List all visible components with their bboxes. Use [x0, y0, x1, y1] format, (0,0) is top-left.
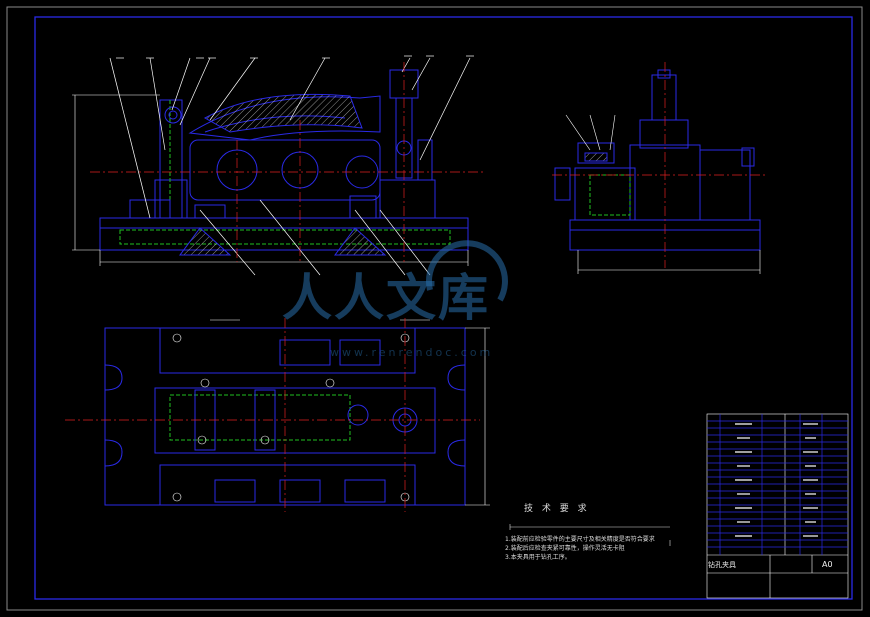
requirement-item-3: 3.本夹具用于钻孔工序。 — [505, 554, 571, 561]
outer-sheet-border — [6, 6, 863, 611]
parts-list-rows — [707, 414, 848, 555]
title-block-drawing-name: 钻孔夹具 — [708, 561, 736, 569]
plan-view — [65, 318, 490, 512]
watermark-logo — [425, 240, 508, 302]
front-view — [72, 55, 485, 276]
technical-requirements-list: 1.装配前应检验零件的主要尺寸及相关精度是否符合要求 2.装配后应检查夹紧可靠性… — [505, 535, 705, 562]
side-view — [552, 62, 765, 274]
parts-list-cell-text — [735, 423, 818, 537]
notes-frame — [509, 524, 671, 546]
requirement-item-2: 2.装配后应检查夹紧可靠性，操作灵活无卡阻 — [505, 545, 625, 552]
inner-frame-border — [34, 16, 853, 600]
title-block-sheet-size: A0 — [822, 560, 833, 569]
watermark-url: www.renrendoc.com — [330, 346, 494, 359]
requirement-item-1: 1.装配前应检验零件的主要尺寸及相关精度是否符合要求 — [505, 536, 655, 543]
technical-requirements-title: 技 术 要 求 — [524, 504, 590, 514]
title-block — [706, 413, 849, 599]
watermark-text: 人人文库 — [282, 269, 490, 327]
